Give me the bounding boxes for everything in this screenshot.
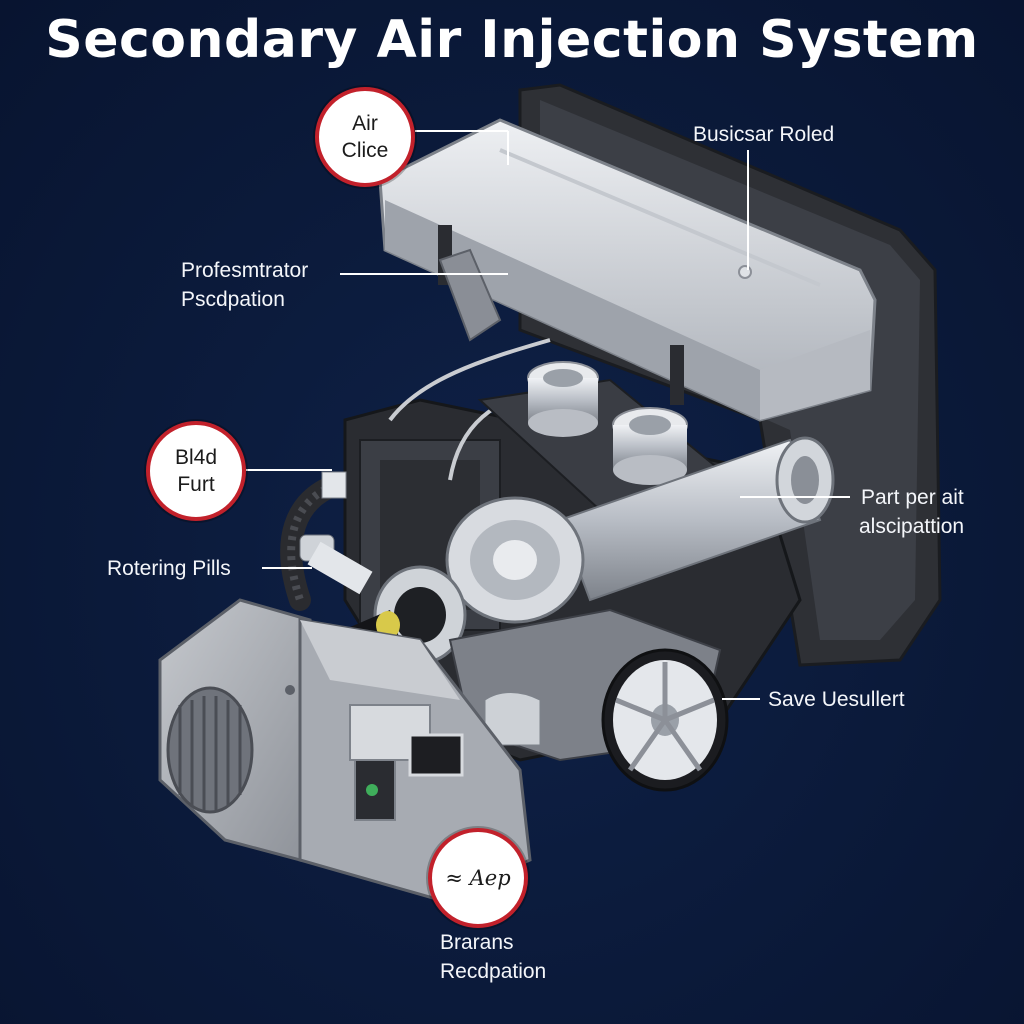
label-profesmtrator: Profesmtrator Pscdpation [181,256,308,314]
label-profesmtrator-line2: Pscdpation [181,288,285,311]
callout-bl4d-line1: Bl4d [174,446,218,469]
label-rotering: Rotering Pills [107,554,231,583]
label-save-line1: Save Uesullert [768,688,905,711]
label-part-per-ait-line2: alscipattion [859,515,965,538]
callout-air-clice-line2: Clice [341,139,389,162]
callout-air-clice-line1: Air [352,112,378,135]
label-brarans-line2: Recdpation [440,960,547,983]
callout-bl4d: Bl4d Furt [146,421,246,521]
callout-air-clice: Air Clice [315,87,415,187]
label-part-per-ait: Part per ait alscipattion [859,483,965,541]
label-rotering-line1: Rotering Pills [107,557,231,580]
diagram-title: Secondary Air Injection System [45,10,979,70]
label-busicsar-line1: Busicsar Roled [693,123,835,146]
label-part-per-ait-line1: Part per ait [861,486,964,509]
label-busicsar: Busicsar Roled [693,120,834,149]
label-brarans-line1: Brarans [440,931,514,954]
label-save: Save Uesullert [768,685,905,714]
signature-mark: ≈ Aep [445,865,511,890]
callout-bl4d-line2: Furt [177,473,215,496]
callout-signature: ≈ Aep [428,828,528,928]
label-profesmtrator-line1: Profesmtrator [181,259,309,282]
label-brarans: Brarans Recdpation [440,928,546,986]
